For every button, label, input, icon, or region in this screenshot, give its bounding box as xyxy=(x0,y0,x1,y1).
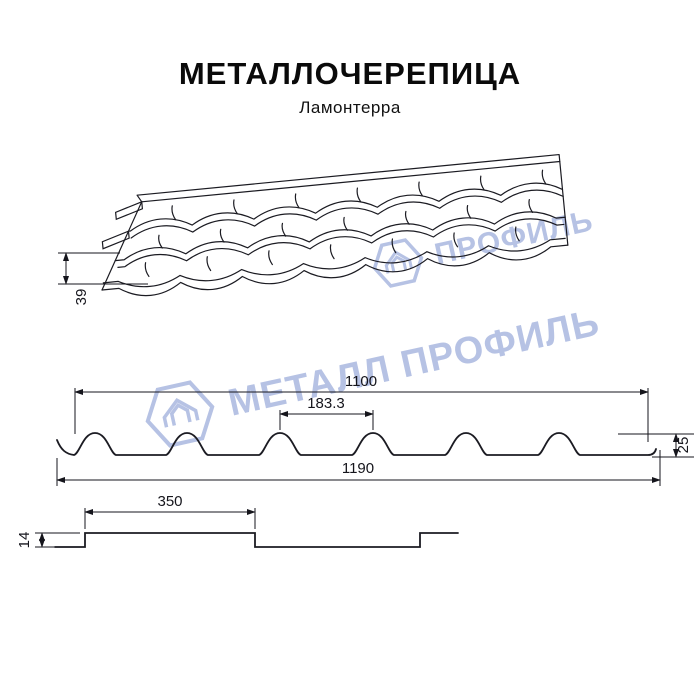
page-title: МЕТАЛЛОЧЕРЕПИЦА xyxy=(178,56,522,91)
dim-roof-edge-height xyxy=(58,252,148,285)
dim-label-wave-pitch: 183.3 xyxy=(307,395,345,412)
step-profile-line xyxy=(54,532,459,548)
watermark-secondary: ПРОФИЛЬ xyxy=(372,204,596,288)
cross-section-profile-line xyxy=(56,432,657,456)
cross-section-drawing: 1100 183.3 25 1190 xyxy=(56,373,694,486)
dim-overall-width xyxy=(56,450,661,486)
brand-logo-icon xyxy=(145,380,215,448)
dim-cover-width xyxy=(74,388,649,442)
roof-perspective-drawing xyxy=(101,153,569,297)
step-profile-drawing: 350 14 xyxy=(16,493,459,549)
dim-wave-pitch xyxy=(279,410,374,430)
dim-label-overall-width: 1190 xyxy=(342,460,374,477)
dim-label-roof-edge-height: 39 xyxy=(73,289,90,306)
dim-label-profile-height: 25 xyxy=(675,437,692,454)
dim-module-length xyxy=(84,508,256,529)
page-subtitle: Ламонтерра xyxy=(299,98,401,117)
dim-profile-height xyxy=(618,433,694,458)
dim-step-height xyxy=(35,532,80,548)
dim-label-step-height: 14 xyxy=(16,532,33,549)
dim-label-cover-width: 1100 xyxy=(345,373,377,390)
watermark-brand-text: МЕТАЛЛ ПРОФИЛЬ xyxy=(224,302,603,425)
dim-label-module-length: 350 xyxy=(157,493,182,510)
